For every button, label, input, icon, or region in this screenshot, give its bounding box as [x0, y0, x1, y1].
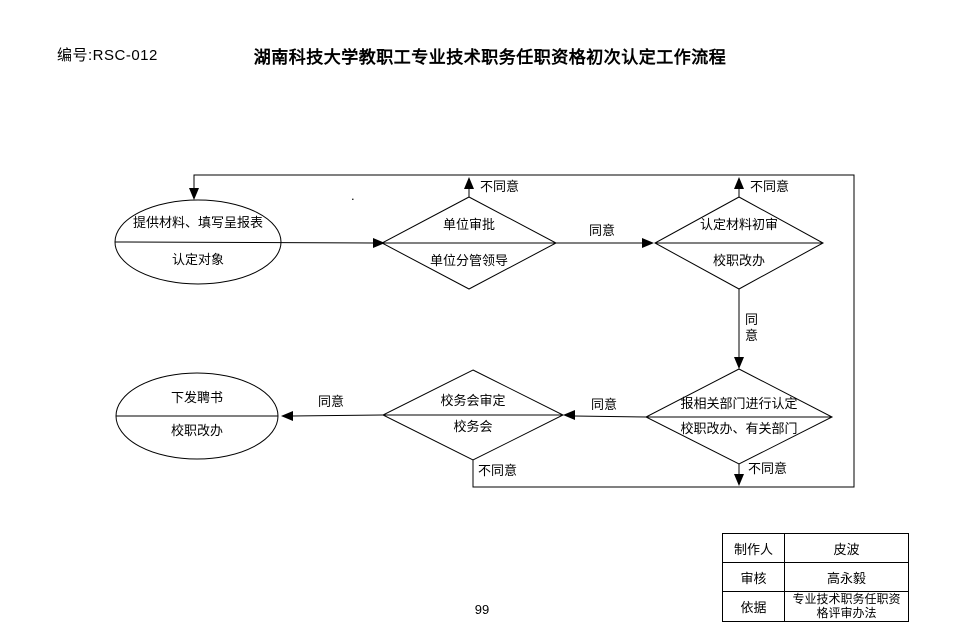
arrowhead-review-disagree-up: [734, 177, 744, 189]
arrowhead-into-start: [189, 188, 199, 200]
table-row: 制作人 皮波: [722, 533, 909, 563]
maker-value-cell: 皮波: [784, 533, 909, 563]
table-row: 审核 高永毅: [722, 562, 909, 592]
arrowhead-into-dept-confirm: [734, 357, 744, 369]
arrowhead-dept-disagree-down: [734, 474, 744, 486]
unit-approve-top-label: 单位审批: [442, 217, 496, 232]
edge-label-review-agree: 同意: [745, 312, 759, 343]
basis-value-cell: 专业技术职务任职资格评审办法: [784, 591, 909, 622]
issue-bottom-label: 校职改办: [170, 423, 224, 438]
page-number: 99: [474, 602, 490, 617]
start-bottom-label: 认定对象: [171, 252, 225, 267]
document-code: 编号:RSC-012: [57, 47, 158, 64]
dept-agree-line: [573, 415, 647, 418]
issue-top-label: 下发聘书: [170, 390, 224, 405]
table-row: 依据 专业技术职务任职资格评审办法: [722, 591, 909, 622]
arrowhead-into-issue: [281, 411, 293, 421]
council-top-label: 校务会审定: [440, 393, 506, 408]
arrowhead-unit-disagree-up: [464, 177, 474, 189]
node-council-diamond: [381, 369, 565, 461]
reviewer-value-cell: 高永毅: [784, 562, 909, 592]
dept-confirm-top-label: 报相关部门进行认定: [680, 396, 798, 411]
edge-label-unit-agree: 同意: [589, 223, 616, 238]
arrowhead-into-unit-approve: [373, 238, 385, 248]
edge-label-unit-disagree: 不同意: [480, 179, 520, 194]
council-bottom-label: 校务会: [453, 419, 493, 434]
material-review-top-label: 认定材料初审: [699, 217, 779, 232]
page-title: 湖南科技大学教职工专业技术职务任职资格初次认定工作流程: [253, 48, 727, 67]
arrowhead-into-material-review: [642, 238, 654, 248]
council-agree-line: [291, 414, 384, 417]
edge-label-dept-agree: 同意: [591, 397, 618, 412]
edge-label-council-agree: 同意: [318, 394, 345, 409]
feedback-loop-line: [193, 174, 855, 488]
reviewer-label-cell: 审核: [722, 562, 785, 592]
material-review-bottom-label: 校职改办: [712, 253, 766, 268]
node-unit-approve-diamond: [380, 196, 558, 290]
arrowhead-into-council: [563, 410, 575, 420]
stray-dot: .: [351, 188, 355, 203]
edge-label-review-disagree: 不同意: [750, 179, 790, 194]
edge-label-council-disagree: 不同意: [478, 463, 518, 478]
unit-approve-bottom-label: 单位分管领导: [429, 253, 509, 268]
signature-table: 制作人 皮波 审核 高永毅 依据 专业技术职务任职资格评审办法: [722, 533, 909, 622]
maker-label-cell: 制作人: [722, 533, 785, 563]
start-midline-connector: [114, 241, 375, 244]
edge-label-dept-disagree: 不同意: [748, 461, 788, 476]
start-top-label: 提供材料、填写呈报表: [132, 215, 264, 230]
basis-label-cell: 依据: [722, 591, 785, 622]
dept-confirm-bottom-label: 校职改办、有关部门: [680, 421, 798, 436]
